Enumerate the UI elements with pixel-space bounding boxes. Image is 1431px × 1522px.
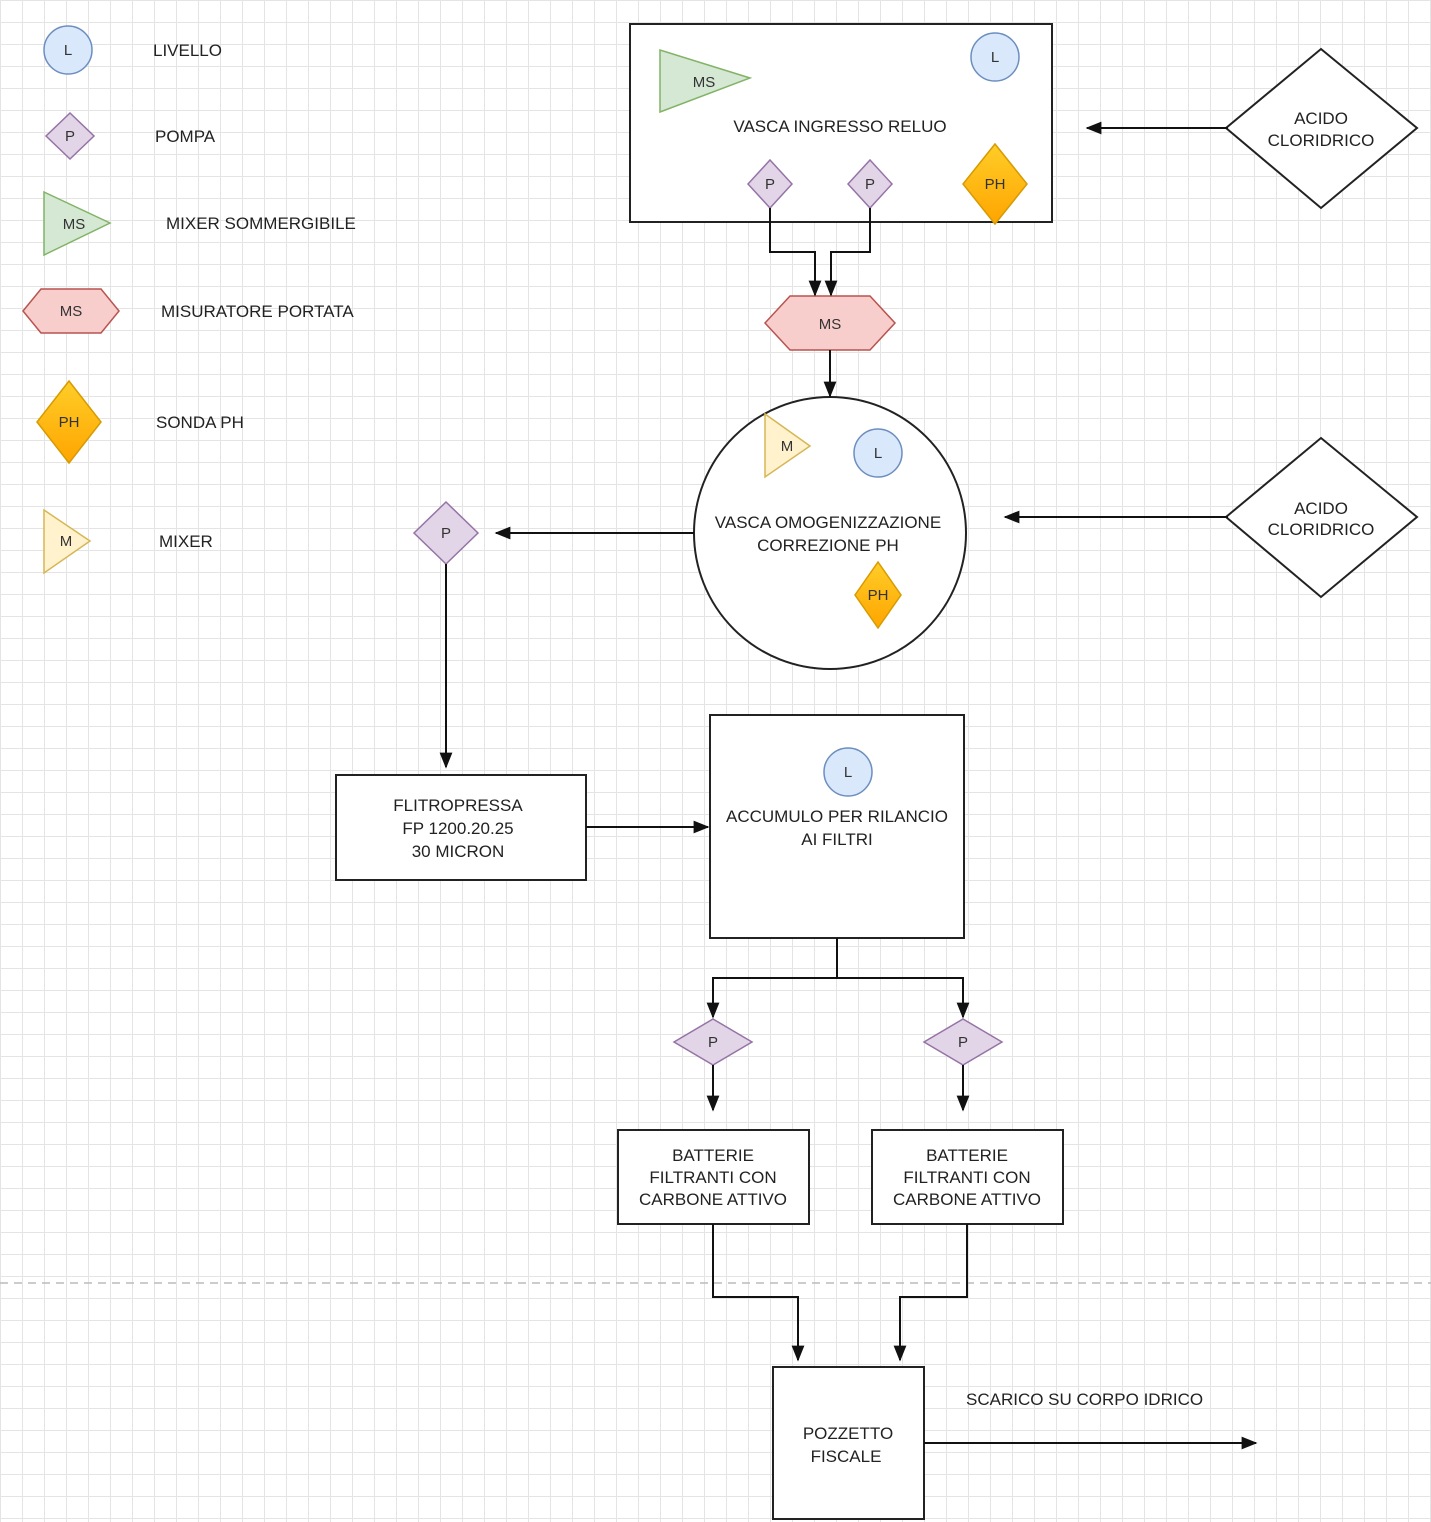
pump-node-filtropressa: P xyxy=(412,500,480,566)
acido-cloridrico-label-line1: ACIDO xyxy=(1294,109,1348,128)
accumulo-label-line1: ACCUMULO PER RILANCIO xyxy=(726,807,948,826)
ph-probe-icon xyxy=(36,379,102,465)
filtropressa-node: FLITROPRESSA FP 1200.20.25 30 MICRON xyxy=(335,774,587,881)
acido-cloridrico-label-line1: ACIDO xyxy=(1294,499,1348,518)
ph-symbol: PH xyxy=(868,587,889,604)
legend-label-sonda-ph: SONDA PH xyxy=(156,413,244,432)
batterie-node-2: BATTERIE FILTRANTI CON CARBONE ATTIVO xyxy=(871,1129,1064,1225)
level-icon xyxy=(853,428,903,478)
filtropressa-label-line2: FP 1200.20.25 xyxy=(402,819,513,838)
acido-cloridrico-node-1: ACIDO CLORIDRICO xyxy=(1224,47,1419,210)
level-symbol: L xyxy=(991,49,999,66)
legend-item-livello: L LIVELLO xyxy=(43,25,222,75)
legend-item-mixer-sommergibile: MS MIXER SOMMERGIBILE xyxy=(43,190,356,257)
level-icon xyxy=(823,747,873,797)
pump-node-batterie-1: P xyxy=(672,1018,754,1066)
legend-item-sonda-ph: PH SONDA PH xyxy=(36,379,244,465)
pozzetto-label-line2: FISCALE xyxy=(811,1447,882,1466)
pozzetto-label-line1: POZZETTO xyxy=(803,1424,893,1443)
mixer-icon xyxy=(43,508,92,575)
misuratore-portata-node: MS xyxy=(763,295,897,351)
level-symbol: L xyxy=(844,764,852,781)
vasca-omogenizzazione-node: M L VASCA OMOGENIZZAZIONE CORREZIONE PH … xyxy=(693,396,967,670)
batterie-label-line1: BATTERIE xyxy=(926,1146,1008,1165)
pump-icon xyxy=(44,111,96,161)
ph-probe-icon xyxy=(854,560,902,630)
batterie-label-line3: CARBONE ATTIVO xyxy=(893,1190,1041,1209)
acido-cloridrico-diamond xyxy=(1224,436,1419,599)
submersible-mixer-icon xyxy=(659,48,753,114)
pozzetto-box xyxy=(772,1366,925,1520)
accumulo-node: L ACCUMULO PER RILANCIO AI FILTRI xyxy=(709,714,965,939)
flow-meter-icon-symbol: MS xyxy=(60,303,83,320)
pump-symbol: P xyxy=(708,1034,718,1051)
mixer-symbol: M xyxy=(781,438,794,455)
acido-cloridrico-label-line2: CLORIDRICO xyxy=(1268,131,1375,150)
flow-meter-label: MS xyxy=(819,316,842,333)
legend-item-mixer: M MIXER xyxy=(43,508,213,575)
vasca-omogenizzazione-circle xyxy=(693,396,967,670)
legend-item-misuratore-portata: MS MISURATORE PORTATA xyxy=(22,288,354,334)
pozzetto-node: POZZETTO FISCALE xyxy=(772,1366,925,1520)
acido-cloridrico-node-2: ACIDO CLORIDRICO xyxy=(1224,436,1419,599)
legend-label-pompa: POMPA xyxy=(155,127,216,146)
legend-label-misuratore-portata: MISURATORE PORTATA xyxy=(161,302,354,321)
batterie-label-line2: FILTRANTI CON xyxy=(649,1168,776,1187)
pump-symbol: P xyxy=(441,525,451,542)
acido-cloridrico-label-line2: CLORIDRICO xyxy=(1268,520,1375,539)
accumulo-label-line2: AI FILTRI xyxy=(801,830,872,849)
acido-cloridrico-diamond xyxy=(1224,47,1419,210)
pump-symbol: P xyxy=(765,176,775,193)
pump-node-batterie-2: P xyxy=(922,1018,1004,1066)
pump-symbol: P xyxy=(958,1034,968,1051)
legend-item-pompa: P POMPA xyxy=(44,111,216,161)
submersible-mixer-icon xyxy=(43,190,112,257)
ph-probe-icon xyxy=(962,142,1028,226)
pump-symbol: P xyxy=(865,176,875,193)
legend: L LIVELLO P POMPA MS MIXER SOMMERGIBILE … xyxy=(22,25,356,575)
vasca-omogenizzazione-label-line1: VASCA OMOGENIZZAZIONE xyxy=(715,513,941,532)
flow-arrow xyxy=(769,208,822,297)
batterie-label-line2: FILTRANTI CON xyxy=(903,1168,1030,1187)
filtropressa-box xyxy=(335,774,587,881)
flow-arrow xyxy=(712,1224,805,1362)
legend-label-mixer-sommergibile: MIXER SOMMERGIBILE xyxy=(166,214,356,233)
level-icon xyxy=(43,25,93,75)
flow-arrow xyxy=(837,977,970,1019)
level-icon-symbol: L xyxy=(64,42,72,59)
legend-label-livello: LIVELLO xyxy=(153,41,222,60)
flow-arrow xyxy=(893,1224,968,1362)
flow-arrow xyxy=(706,938,838,1019)
ph-probe-icon-symbol: PH xyxy=(59,414,80,431)
ph-symbol: PH xyxy=(985,176,1006,193)
vasca-ingresso-node: MS L VASCA INGRESSO RELUO P P PH xyxy=(629,23,1053,226)
legend-label-mixer: MIXER xyxy=(159,532,213,551)
flow-meter-icon xyxy=(763,295,897,351)
level-icon xyxy=(970,32,1020,82)
submersible-mixer-icon-symbol: MS xyxy=(63,216,86,233)
connectors xyxy=(439,121,1258,1450)
batterie-label-line3: CARBONE ATTIVO xyxy=(639,1190,787,1209)
batterie-node-1: BATTERIE FILTRANTI CON CARBONE ATTIVO xyxy=(617,1129,810,1225)
filtropressa-label-line3: 30 MICRON xyxy=(412,842,505,861)
accumulo-box xyxy=(709,714,965,939)
mixer-icon-symbol: M xyxy=(60,533,73,550)
flow-arrow xyxy=(824,208,871,297)
mixer-icon xyxy=(764,412,812,479)
submersible-mixer-symbol: MS xyxy=(693,74,716,91)
scarico-label: SCARICO SU CORPO IDRICO xyxy=(966,1390,1203,1409)
vasca-ingresso-label: VASCA INGRESSO RELUO xyxy=(733,117,946,136)
batterie-box xyxy=(871,1129,1064,1225)
vasca-omogenizzazione-label-line2: CORREZIONE PH xyxy=(757,536,899,555)
level-symbol: L xyxy=(874,445,882,462)
filtropressa-label-line1: FLITROPRESSA xyxy=(393,796,523,815)
pump-icon-symbol: P xyxy=(65,128,75,145)
flow-meter-icon xyxy=(22,288,120,334)
batterie-box xyxy=(617,1129,810,1225)
batterie-label-line1: BATTERIE xyxy=(672,1146,754,1165)
